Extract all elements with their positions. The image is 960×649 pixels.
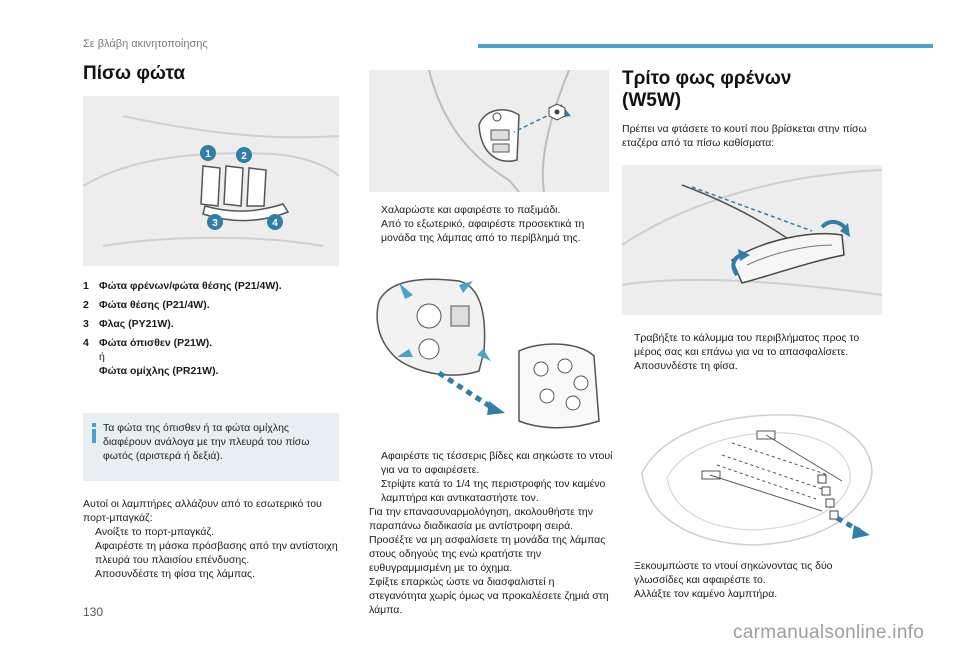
callout-1: 1 [200,145,216,161]
watermark: carmanualsonline.info [733,622,925,643]
rear-lights-figure: 1 2 3 4 [83,96,339,266]
list-item: Αποσυνδέστε τη φίσα. [622,359,882,373]
lamp-holder-figure [622,393,882,551]
bullet-icon [622,359,634,373]
list-item: Από το εξωτερικό, αφαιρέστε προσεκτικά τ… [369,217,613,245]
bullet-icon [622,331,634,359]
list-item: 4 Φώτα όπισθεν (P21W). ή Φώτα ομίχλης (P… [83,337,219,377]
bullet-icon [369,477,381,505]
alignment-paragraph: Προσέξτε να μη ασφαλίσετε τη μονάδα της … [369,534,606,574]
callout-2: 2 [236,147,252,163]
bullet-icon [83,567,95,581]
right-steps-b: Ξεκουμπώστε το ντουί σηκώνοντας τις δύο … [622,559,882,601]
info-note-text: Τα φώτα της όπισθεν ή τα φώτα ομίχλης δι… [103,422,310,462]
reassembly-paragraph: Για την επανασυναρμολόγηση, ακολουθήστε … [369,506,594,532]
third-brake-light-figure [622,165,882,315]
list-item: Ανοίξτε το πορτ-μπαγκάζ. [83,525,341,539]
section-title: Τρίτο φως φρένων (W5W) [622,68,791,112]
header-accent-bar [478,44,933,48]
bullet-icon [83,525,95,539]
list-item: Αποσυνδέστε τη φίσα της λάμπας. [83,567,341,581]
svg-text:3: 3 [212,218,218,229]
list-item: Αφαιρέστε τις τέσσερις βίδες και σηκώστε… [369,449,613,477]
right-steps-a: Τραβήξτε το κάλυμμα του περιβλήματος προ… [622,331,882,373]
section-header: Σε βλάβη ακινητοποίησης [83,38,208,50]
bullet-icon [83,539,95,567]
tightening-paragraph: Σφίξτε επαρκώς ώστε να διασφαλιστεί η στ… [369,576,609,616]
list-item: Τραβήξτε το κάλυμμα του περιβλήματος προ… [622,331,882,359]
info-icon [92,423,96,443]
left-instructions: Αυτοί οι λαμπτήρες αλλάζουν από το εσωτε… [83,497,341,581]
svg-text:2: 2 [241,151,247,162]
list-item: Αλλάξτε τον καμένο λαμπτήρα. [622,587,882,601]
lamp-unit-figure [369,261,609,439]
bullet-icon [369,203,381,217]
svg-text:1: 1 [205,149,211,160]
page-number: 130 [83,605,104,619]
bullet-icon [369,449,381,477]
svg-text:4: 4 [272,218,278,229]
section-title-line2: (W5W) [622,90,682,111]
list-item: Χαλαρώστε και αφαιρέστε το παξιμάδι. [369,203,613,217]
info-note: Τα φώτα της όπισθεν ή τα φώτα ομίχλης δι… [83,413,339,481]
middle-steps-a: Χαλαρώστε και αφαιρέστε το παξιμάδι. Από… [369,203,613,245]
bullet-icon [622,559,634,587]
right-intro: Πρέπει να φτάσετε το κουτί που βρίσκεται… [622,123,867,149]
bullet-icon [622,587,634,601]
list-item: Στρίψτε κατά το 1/4 της περιστροφής τον … [369,477,613,505]
callout-3: 3 [207,214,223,230]
callout-4: 4 [267,214,283,230]
page-title: Πίσω φώτα [83,63,186,84]
list-item: Αφαιρέστε τη μάσκα πρόσβασης από την αντ… [83,539,341,567]
nut-removal-figure [369,70,609,192]
middle-steps-b: Αφαιρέστε τις τέσσερις βίδες και σηκώστε… [369,449,613,617]
list-item: Ξεκουμπώστε το ντουί σηκώνοντας τις δύο … [622,559,882,587]
bullet-icon [369,217,381,245]
left-intro: Αυτοί οι λαμπτήρες αλλάζουν από το εσωτε… [83,498,322,524]
section-title-line1: Τρίτο φως φρένων [622,68,792,89]
